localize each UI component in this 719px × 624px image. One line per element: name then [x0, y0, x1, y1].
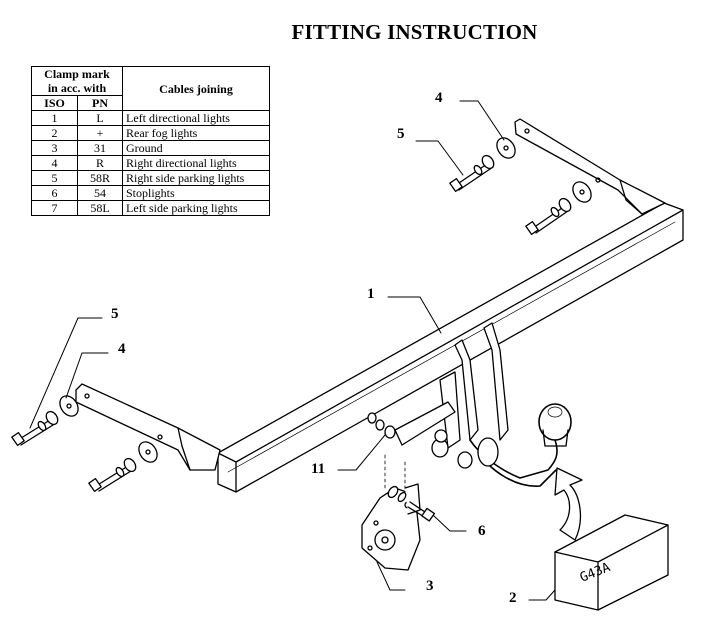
left-upper-bolt-assembly	[11, 395, 79, 447]
pn-cell: 31	[77, 140, 123, 156]
iso-cell: 7	[30, 200, 79, 216]
socket-mount-bar	[394, 401, 456, 446]
callout-4-top: 4	[435, 90, 443, 106]
left-lower-bolt-assembly	[88, 441, 158, 493]
description-cell: Ground	[122, 140, 270, 156]
iso-cell: 5	[30, 170, 79, 186]
page-title: FITTING INSTRUCTION	[291, 20, 538, 44]
pn-cell: 58L	[77, 200, 123, 216]
callout-3: 3	[426, 578, 434, 594]
callout-4-left: 4	[118, 341, 126, 357]
description-cell: Left side parking lights	[122, 200, 270, 216]
pn-column-header: PN	[77, 95, 123, 111]
description-cell: Stoplights	[122, 185, 270, 201]
tow-ball	[538, 403, 572, 447]
callout-5-top: 5	[397, 126, 405, 142]
socket-screw	[387, 485, 436, 522]
table-row: 3 31 Ground	[30, 140, 270, 156]
description-cell: Right side parking lights	[122, 170, 270, 186]
leader-line-11	[337, 434, 386, 471]
table-row: 6 54 Stoplights	[30, 185, 270, 201]
assembly-dash-lines	[384, 454, 406, 491]
callout-2: 2	[509, 590, 517, 606]
description-cell: Right directional lights	[122, 155, 270, 171]
leader-line-3	[376, 561, 406, 591]
leader-line-1	[387, 296, 442, 334]
ball-cover-box	[554, 514, 669, 611]
clamp-mark-header: Clamp mark in acc. with	[31, 66, 123, 96]
socket-nuts	[367, 412, 396, 439]
left-mounting-bracket	[75, 383, 221, 471]
right-mounting-bracket	[514, 118, 666, 215]
clamp-header-line2: in acc. with	[47, 81, 107, 95]
leader-line-4-top	[459, 100, 505, 141]
wiring-table: Clamp mark in acc. with Cables joining I…	[30, 66, 270, 216]
cables-joining-header: Cables joining	[122, 66, 270, 111]
callout-11: 11	[311, 461, 326, 477]
leader-line-4-left	[65, 352, 109, 399]
table-row: 4 R Right directional lights	[30, 155, 270, 171]
top-bolt-assembly	[449, 137, 516, 193]
pn-cell: 54	[77, 185, 123, 201]
right-lower-bolt-assembly	[525, 181, 592, 236]
tow-ball-arm	[431, 429, 558, 487]
leader-line-2	[528, 589, 556, 601]
leader-line-5-top	[415, 140, 464, 176]
callout-1: 1	[367, 286, 375, 302]
clamp-header-line1: Clamp mark	[44, 67, 110, 81]
callout-5-left: 5	[111, 306, 119, 322]
curved-arrow	[554, 467, 583, 541]
towbar-crossbar	[217, 202, 684, 493]
leader-line-6	[433, 515, 467, 532]
callout-6: 6	[478, 523, 486, 539]
leader-line-5-left	[29, 317, 103, 429]
table-row: 7 58L Left side parking lights	[30, 200, 270, 216]
socket-bracket-plate	[361, 483, 421, 571]
